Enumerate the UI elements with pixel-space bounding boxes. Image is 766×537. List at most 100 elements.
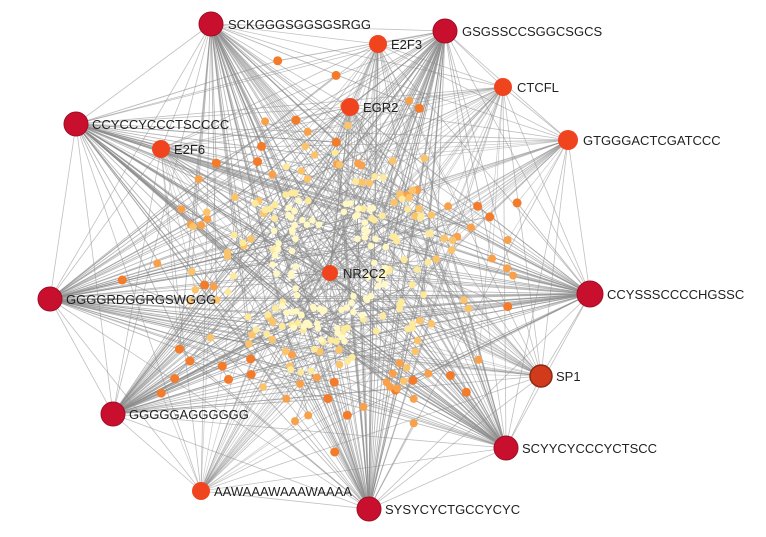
edge (49, 161, 258, 300)
edge (392, 30, 446, 162)
inner-node (381, 281, 389, 288)
edge (318, 224, 507, 449)
inner-node (315, 221, 323, 228)
edge (423, 294, 542, 377)
edge (49, 30, 446, 300)
edge (307, 86, 504, 133)
inner-node (197, 221, 206, 230)
inner-node (301, 142, 310, 151)
inner-node (485, 212, 495, 222)
edge (75, 23, 212, 125)
inner-node (191, 286, 200, 294)
edge (200, 328, 345, 492)
inner-node (378, 212, 386, 220)
inner-node (440, 234, 449, 243)
edge (373, 43, 379, 264)
inner-node (332, 337, 340, 345)
inner-node (292, 263, 300, 270)
inner-node (251, 199, 259, 207)
edge (210, 23, 375, 177)
inner-node (303, 127, 312, 136)
edge (286, 166, 542, 377)
edge (336, 164, 370, 510)
edge (377, 43, 432, 324)
node-label-sckg: SCKGGGSGGSGSRGG (228, 17, 371, 32)
inner-node (268, 335, 277, 344)
edge (368, 236, 458, 510)
edge (227, 255, 507, 449)
node-label-ccyc: CCYCCYCCCTSCCCC (92, 117, 229, 132)
inner-node (512, 198, 522, 208)
edge (200, 163, 217, 492)
edge (210, 23, 389, 272)
inner-node (292, 285, 299, 292)
edge (274, 217, 591, 295)
inner-node (409, 419, 418, 428)
inner-node (389, 233, 397, 241)
edge (377, 43, 453, 241)
inner-node (413, 266, 421, 274)
inner-node (287, 366, 295, 374)
edge (233, 30, 446, 277)
edge (112, 182, 370, 415)
edge (387, 270, 507, 449)
edge (349, 106, 452, 251)
edge (49, 298, 223, 367)
edge (112, 181, 363, 415)
edge (393, 86, 504, 203)
edge (444, 30, 507, 449)
node-label-scyyc: SCYYCYCCCYCTSCC (522, 441, 657, 456)
edge (210, 23, 542, 377)
edge (49, 178, 199, 300)
edge (49, 298, 267, 335)
inner-node (331, 70, 341, 80)
inner-node (245, 340, 253, 348)
inner-node (296, 379, 305, 388)
edge (210, 23, 348, 308)
node-e2f6 (152, 140, 170, 158)
edge (160, 43, 379, 150)
edge (368, 423, 415, 510)
edge (200, 382, 387, 492)
inner-node (313, 320, 321, 328)
node-label-egr2: EGR2 (363, 100, 398, 115)
edge (277, 30, 446, 62)
edge (112, 234, 235, 415)
edge (160, 148, 251, 360)
edge (302, 86, 504, 221)
node-label-ggggr: GGGGRDGGRGSWGGG (66, 292, 216, 307)
edge (200, 189, 418, 492)
inner-node (488, 254, 496, 263)
edge (419, 30, 446, 321)
inner-node (271, 304, 279, 312)
inner-node (341, 338, 348, 345)
edge (112, 229, 293, 415)
edge (444, 30, 591, 295)
inner-node (335, 160, 344, 169)
inner-node (156, 388, 166, 398)
inner-node (371, 173, 379, 180)
edge (200, 267, 386, 492)
edge (383, 274, 591, 295)
inner-node (408, 186, 417, 195)
edge (49, 219, 313, 300)
inner-node (382, 243, 390, 251)
inner-node (294, 319, 302, 327)
inner-node (291, 207, 298, 215)
edge (387, 270, 542, 377)
inner-node (390, 198, 398, 207)
edge (210, 337, 370, 510)
inner-node (292, 235, 299, 243)
node-ccyc (63, 111, 89, 137)
inner-node (273, 270, 280, 278)
edge (112, 192, 296, 415)
inner-node (212, 296, 221, 304)
edge (329, 86, 504, 274)
inner-node (293, 308, 300, 315)
node-sckg (198, 11, 224, 37)
edge (75, 123, 276, 206)
inner-node (185, 356, 195, 366)
inner-node (395, 359, 404, 368)
inner-node (467, 223, 475, 232)
edge (368, 263, 375, 510)
